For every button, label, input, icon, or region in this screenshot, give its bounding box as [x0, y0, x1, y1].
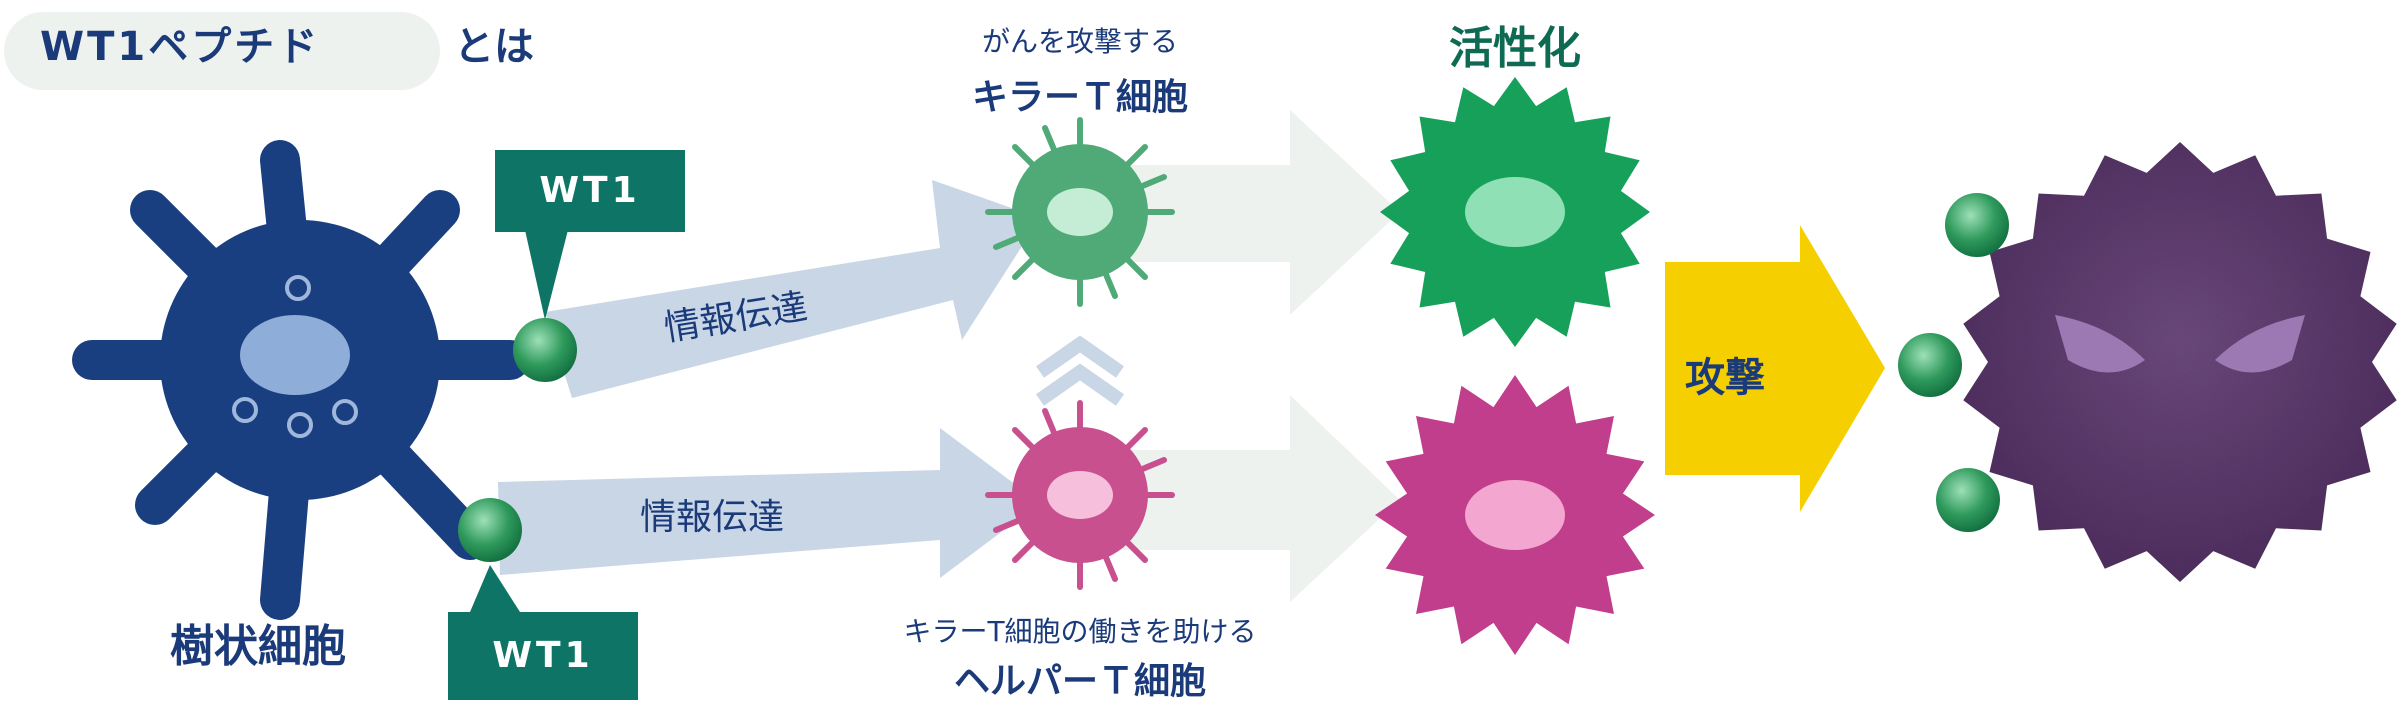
activated-helper-nucleus: [1465, 480, 1565, 550]
wt1-peptide-ball: [458, 498, 522, 562]
cancer-eye-right: [2215, 315, 2305, 373]
helper-t-cell: [985, 400, 1175, 590]
killer-caption: がんを攻撃する: [981, 25, 1178, 58]
helper-name: ヘルパーＴ細胞: [953, 661, 1206, 702]
helper-caption: キラーT細胞の働きを助ける: [903, 615, 1257, 648]
dendritic-label: 樹状細胞: [170, 621, 346, 672]
wt1-peptide-ball: [1945, 193, 2009, 257]
title-text: WT1ペプチド: [40, 24, 321, 70]
killer-name: キラーＴ細胞: [971, 77, 1188, 118]
up-chevron-icon: [1035, 363, 1125, 406]
attack-arrow: [1665, 225, 1885, 512]
activation-label: 活性化: [1449, 23, 1581, 74]
title-suffix: とは: [454, 24, 534, 70]
activated-killer-nucleus: [1465, 177, 1565, 247]
flow-arrow-top: [545, 180, 1040, 398]
wt1-tag-top: WT1: [495, 150, 685, 232]
dendritic-granules: [232, 275, 358, 438]
up-chevron-icon: [1035, 335, 1125, 378]
cancer-eye-left: [2055, 315, 2145, 373]
killer-t-cell: [985, 117, 1175, 307]
wt1-tag-top-pointer: [525, 230, 568, 320]
activation-arrow-top: [1090, 110, 1400, 315]
dendritic-nucleus: [240, 315, 350, 395]
wt1-tag-bottom-pointer: [470, 565, 520, 612]
wt1-peptide-ball: [1936, 468, 2000, 532]
wt1-peptide-ball: [1898, 333, 1962, 397]
wt1-peptide-ball: [513, 318, 577, 382]
attack-label: 攻撃: [1685, 355, 1765, 401]
cancer-cell: [1963, 142, 2397, 582]
wt1-tag-bottom: WT1: [448, 612, 638, 700]
activation-arrow-bottom: [1090, 395, 1400, 602]
title-pill: [4, 12, 440, 90]
flow-arrow-bottom: [498, 428, 1040, 578]
flow-label-bottom: 情報伝達: [640, 497, 785, 538]
